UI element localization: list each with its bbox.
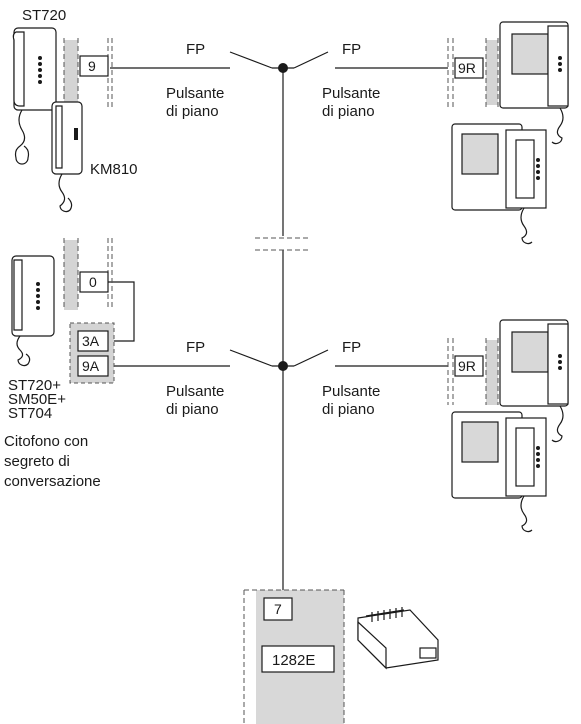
video-monitor-icon: [451, 123, 547, 245]
switch-upper-left: [229, 51, 273, 69]
strip-grey-upper-left: [64, 40, 78, 105]
label-citofono-2: segreto di: [4, 453, 70, 470]
terminal-9R-box: [454, 355, 484, 377]
strip-grey-lower-right: [486, 340, 498, 405]
junction-lower: [278, 361, 288, 371]
terminal-9-box: [79, 55, 109, 77]
terminal-9: 9: [88, 58, 96, 74]
wire-link-0-3A: [108, 281, 135, 342]
handset-st720-icon: [12, 27, 57, 165]
video-monitor-icon: [499, 21, 569, 145]
label-st720-combo-3: ST704: [8, 405, 52, 422]
module-label-box: [261, 645, 335, 673]
terminal-9R-upper: 9R: [458, 60, 476, 76]
label-pulsante-ul-2: di piano: [166, 103, 219, 120]
handset-st720-combo-icon: [11, 255, 55, 367]
terminal-9A: 9A: [82, 358, 100, 374]
label-st720-combo-2: SM50E+: [8, 391, 66, 408]
terminal-7-box: [263, 597, 293, 621]
label-pulsante-ul-1: Pulsante: [166, 85, 224, 102]
label-citofono-1: Citofono con: [4, 433, 88, 450]
junction-upper: [278, 63, 288, 73]
switch-upper-right: [293, 51, 329, 69]
video-monitor-icon: [451, 411, 547, 533]
terminal-3A: 3A: [82, 333, 100, 349]
terminal-7: 7: [274, 601, 282, 617]
switch-lower-right: [293, 349, 329, 367]
terminal-9R-lower: 9R: [458, 358, 476, 374]
terminal-0-box: [79, 271, 109, 293]
label-st720-combo-1: ST720+: [8, 377, 61, 394]
label-citofono-3: conversazione: [4, 473, 101, 490]
handset-km810-icon: [51, 101, 83, 213]
label-km810: KM810: [90, 161, 138, 178]
din-module-icon: [357, 607, 439, 670]
label-fp-upper-left: FP: [186, 41, 205, 58]
terminal-3A-box: [77, 330, 109, 352]
label-pulsante-lr-1: Pulsante: [322, 383, 380, 400]
strip-grey-upper-right: [486, 40, 498, 105]
terminal-9R-box: [454, 57, 484, 79]
switch-lower-left: [229, 349, 273, 367]
label-pulsante-ll-1: Pulsante: [166, 383, 224, 400]
label-fp-upper-right: FP: [342, 41, 361, 58]
video-monitor-icon: [499, 319, 569, 443]
strip-grey-lower-left: [64, 240, 78, 310]
label-st720: ST720: [22, 7, 66, 24]
label-pulsante-ur-2: di piano: [322, 103, 375, 120]
terminal-9A-box: [77, 355, 109, 377]
terminal-0: 0: [89, 274, 97, 290]
label-fp-lower-left: FP: [186, 339, 205, 356]
label-fp-lower-right: FP: [342, 339, 361, 356]
module-1282e-label: 1282E: [272, 652, 315, 669]
label-pulsante-ur-1: Pulsante: [322, 85, 380, 102]
label-pulsante-ll-2: di piano: [166, 401, 219, 418]
label-pulsante-lr-2: di piano: [322, 401, 375, 418]
